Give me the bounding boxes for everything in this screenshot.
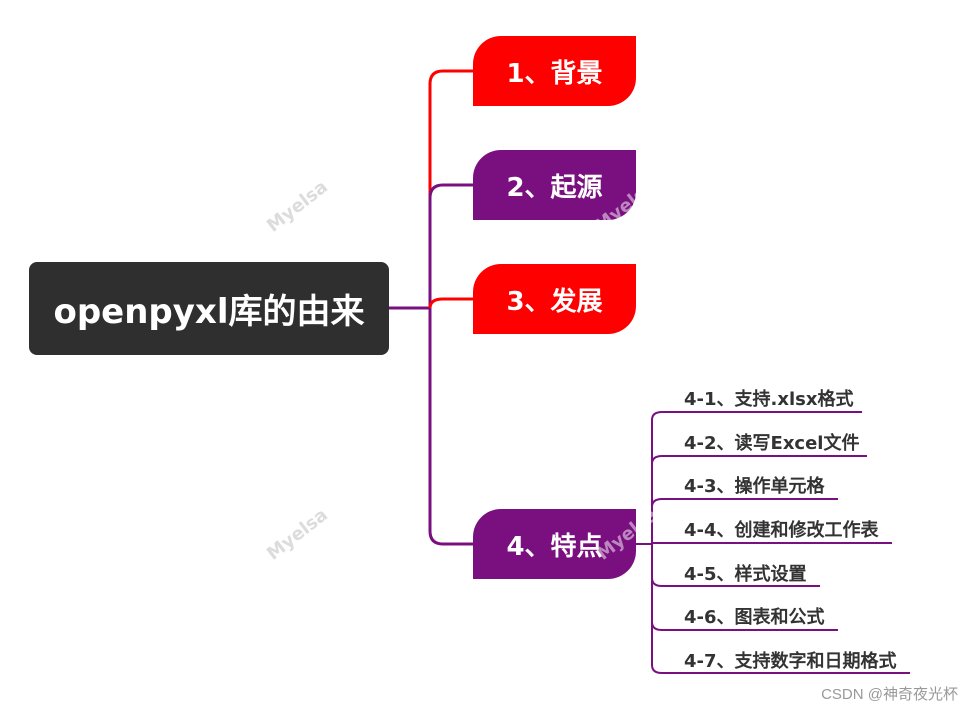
credit-text: CSDN @神奇夜光杯 bbox=[821, 686, 958, 703]
sub-item-line-7 bbox=[651, 664, 910, 674]
branch-1-connector bbox=[428, 69, 473, 308]
sub-item-5[interactable]: 4-5、样式设置 bbox=[684, 564, 807, 585]
sub-item-line-3 bbox=[651, 498, 838, 508]
sub-item-line-6 bbox=[651, 621, 838, 631]
branch-3-connector bbox=[428, 297, 473, 309]
sub-item-1[interactable]: 4-1、支持.xlsx格式 bbox=[684, 389, 854, 410]
branch-node-1[interactable]: 1、背景 bbox=[473, 36, 636, 106]
branch-4-connector bbox=[428, 308, 473, 546]
sub-item-4[interactable]: 4-4、创建和修改工作表 bbox=[684, 520, 879, 541]
root-node[interactable]: openpyxl库的由来 bbox=[29, 262, 389, 355]
sub-item-line-5 bbox=[651, 577, 820, 587]
branch-node-2[interactable]: 2、起源 bbox=[473, 150, 636, 220]
sub-item-6[interactable]: 4-6、图表和公式 bbox=[684, 607, 825, 628]
sub-item-7[interactable]: 4-7、支持数字和日期格式 bbox=[684, 651, 897, 672]
branch-node-3[interactable]: 3、发展 bbox=[473, 264, 636, 334]
branch-node-4[interactable]: 4、特点 bbox=[473, 509, 636, 579]
sub-item-line-2 bbox=[651, 455, 867, 465]
sub-item-3[interactable]: 4-3、操作单元格 bbox=[684, 476, 825, 497]
branch-2-connector bbox=[428, 183, 473, 308]
sub-item-line-1 bbox=[651, 411, 862, 421]
sub-item-2[interactable]: 4-2、读写Excel文件 bbox=[684, 433, 860, 454]
